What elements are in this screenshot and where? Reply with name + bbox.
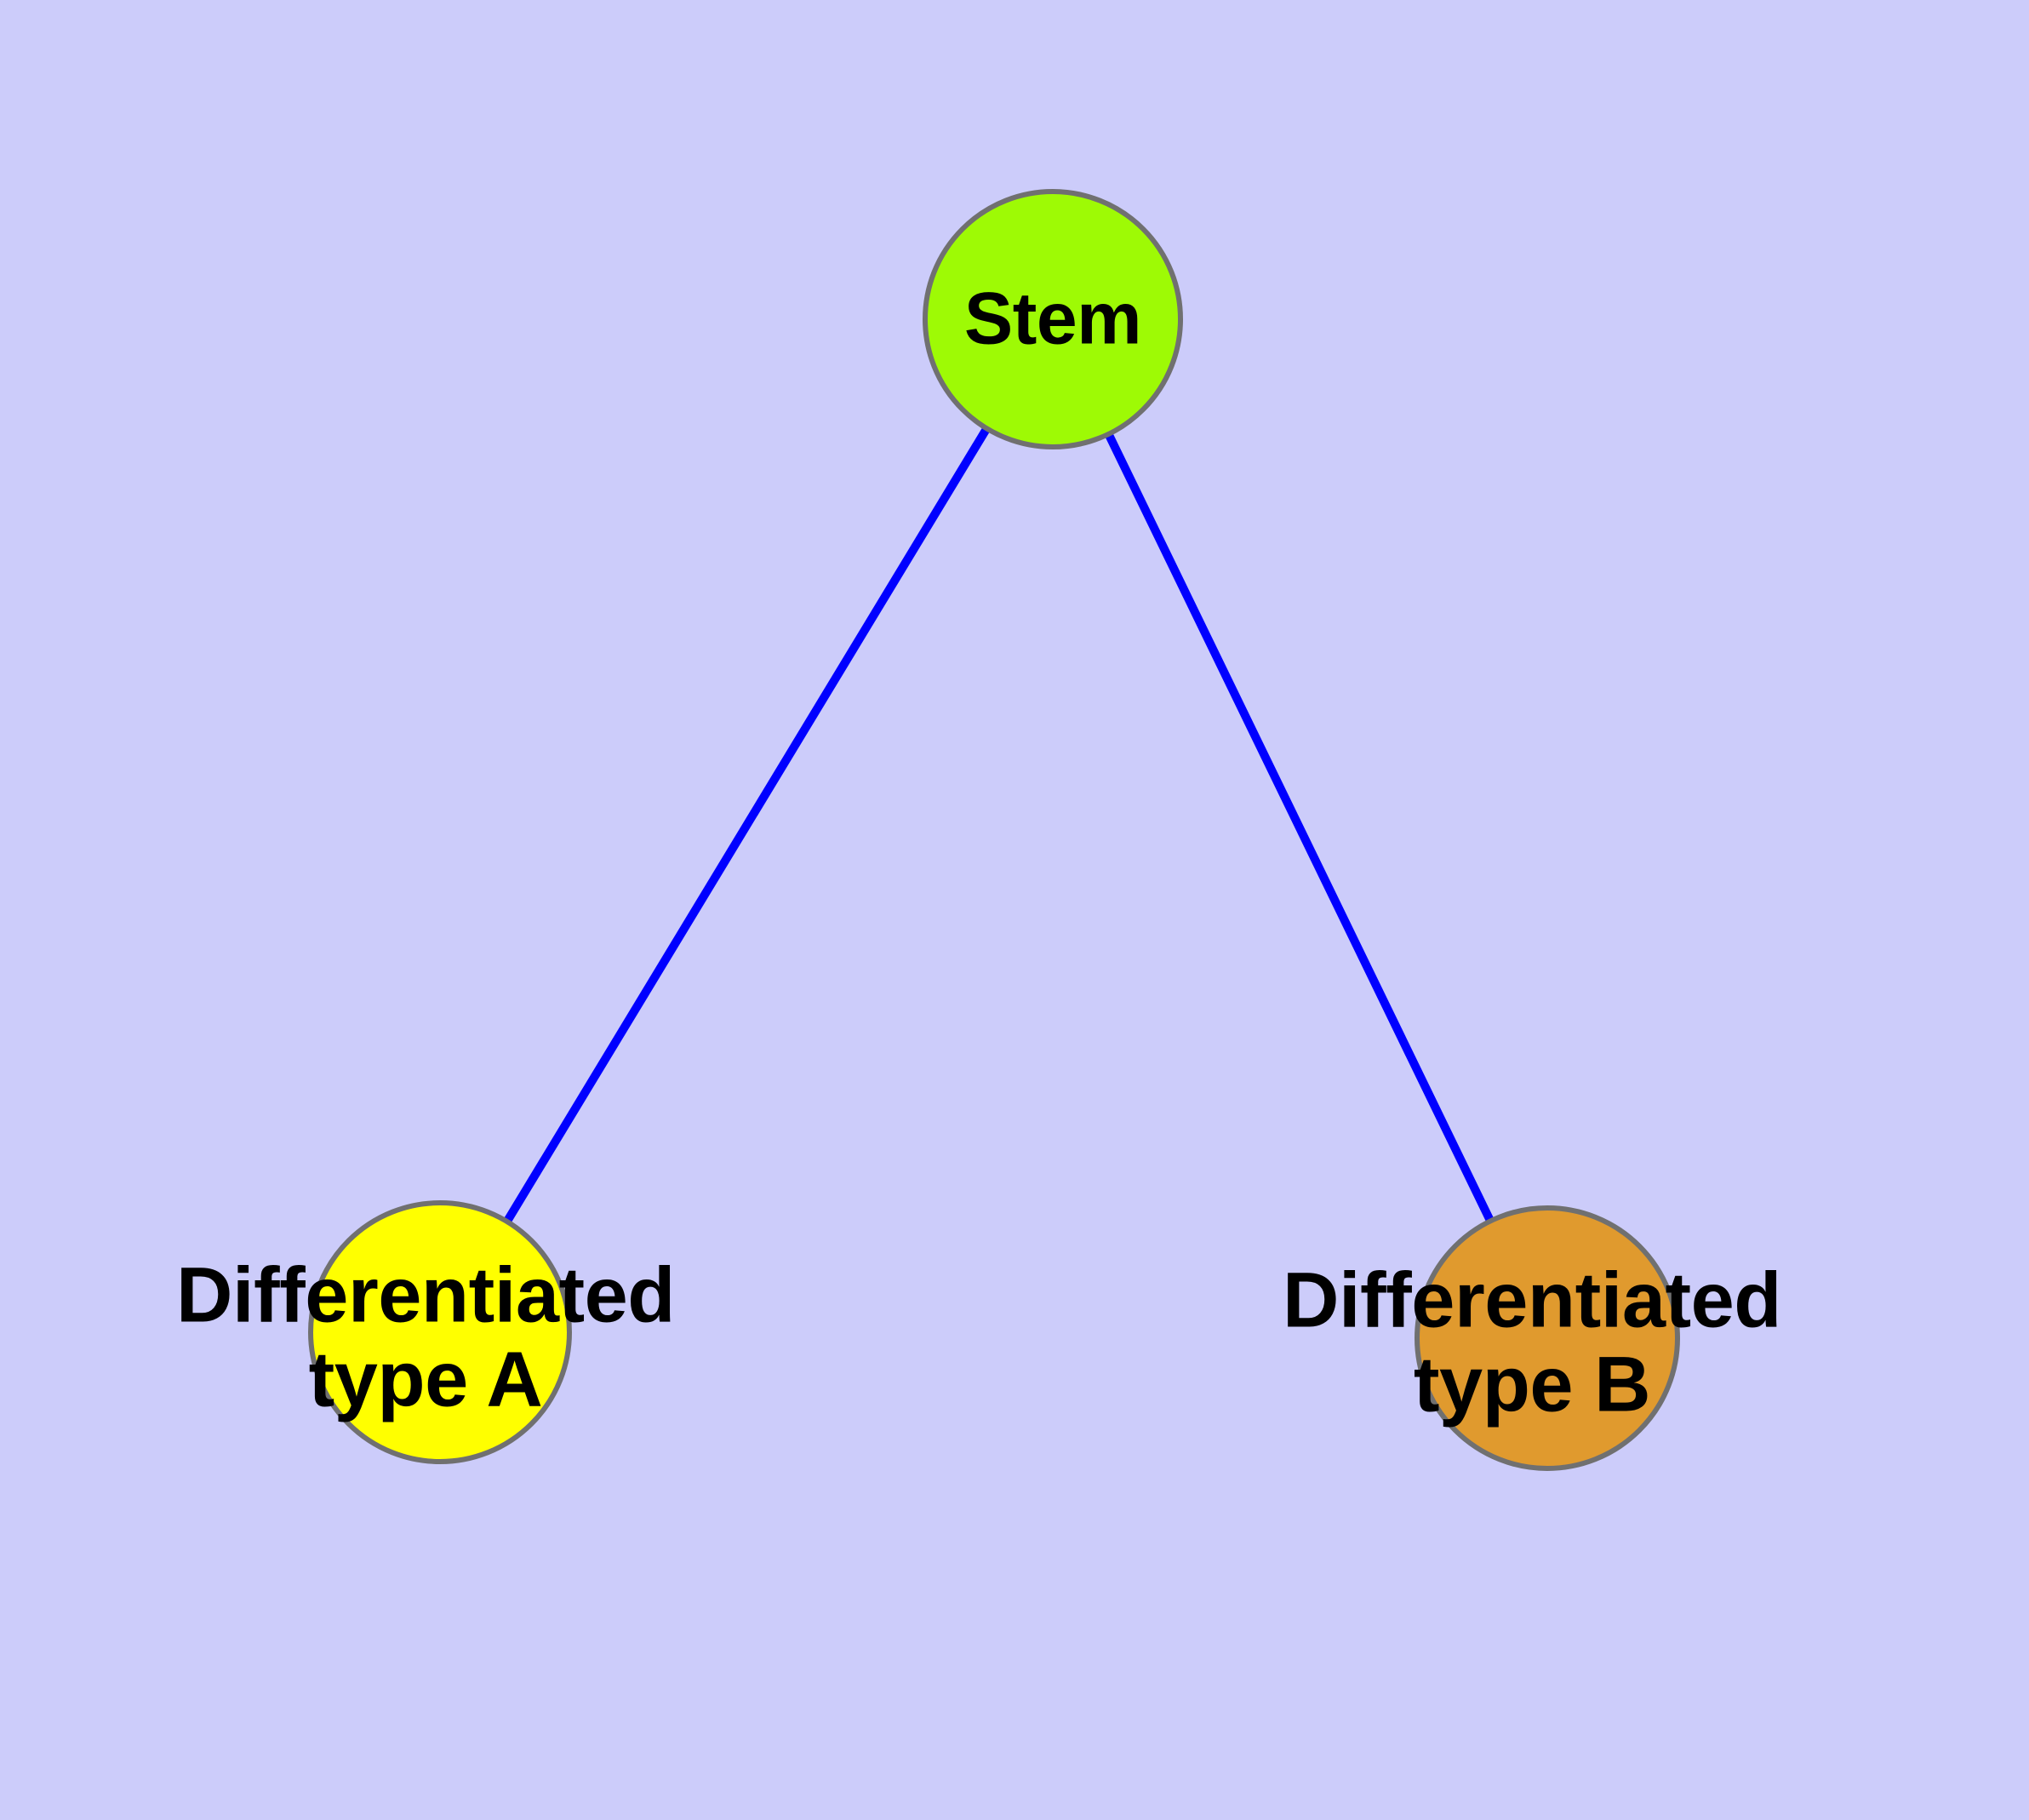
node-differentiated-type-a[interactable] [308,1200,572,1464]
edge-stem-to-differentiated-type-a [436,317,1057,1335]
node-stem[interactable] [923,189,1183,449]
edges-layer [436,317,1552,1341]
nodes-layer [308,189,1680,1471]
node-differentiated-type-b[interactable] [1415,1205,1680,1471]
edge-stem-to-differentiated-type-b [1049,317,1552,1341]
